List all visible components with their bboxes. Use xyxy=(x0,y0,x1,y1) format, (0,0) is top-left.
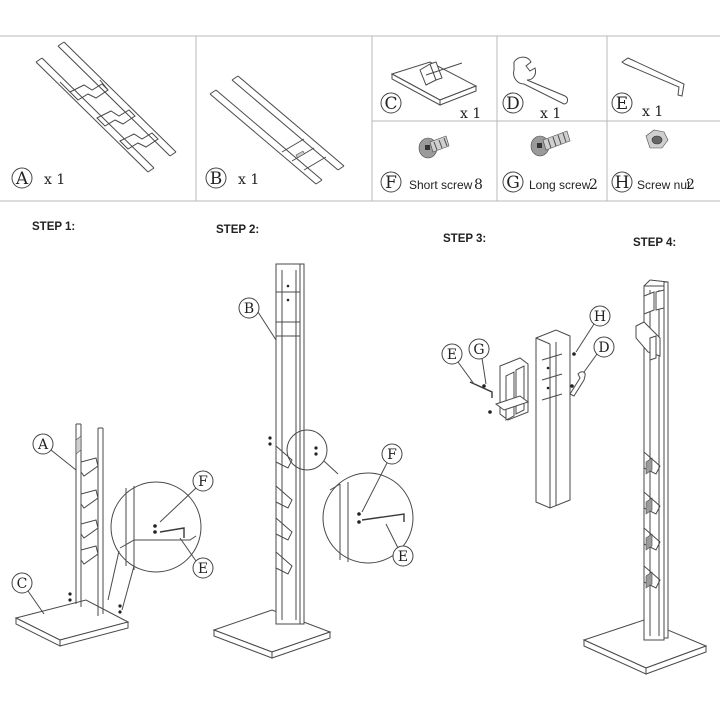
part-e-hex-key xyxy=(621,57,685,97)
step-1-callout-c xyxy=(11,572,33,594)
part-h-callout-circle xyxy=(611,171,633,193)
part-h-count: 2 xyxy=(686,177,695,193)
step-1-callout-f xyxy=(192,470,214,492)
part-b-rail-illustration xyxy=(209,75,345,185)
part-g-label: Long screw xyxy=(529,178,591,192)
step-3-callout-e-letter: E xyxy=(447,347,457,363)
step-2-callout-e xyxy=(392,545,414,567)
part-h-label: Screw nut xyxy=(637,178,691,192)
part-e-quantity: x 1 xyxy=(642,104,663,120)
parts-grid xyxy=(0,35,720,202)
part-f-callout-circle xyxy=(380,171,402,193)
part-b-callout-circle xyxy=(205,167,227,189)
part-g-count: 2 xyxy=(589,177,598,193)
part-g-callout-circle xyxy=(502,171,524,193)
part-a-quantity: x 1 xyxy=(44,172,65,188)
part-g-letter: G xyxy=(506,173,520,193)
step-3-callout-e xyxy=(441,343,463,365)
step-3-callout-h xyxy=(589,305,611,327)
part-f-label: Short screw xyxy=(409,178,473,192)
part-d-letter: D xyxy=(506,94,520,114)
part-a-letter: A xyxy=(15,169,29,189)
part-f-short-screw xyxy=(418,135,450,159)
step-2-callout-b xyxy=(238,297,260,319)
part-h-letter: H xyxy=(615,173,630,193)
step-3-callout-h-letter: H xyxy=(594,309,606,325)
step-1-illustration xyxy=(14,423,202,647)
step-1-label: STEP 1: xyxy=(32,221,75,233)
part-b-letter: B xyxy=(210,169,223,189)
step-2-callout-e-letter: E xyxy=(398,549,408,565)
step-4-label: STEP 4: xyxy=(633,237,676,249)
part-c-letter: C xyxy=(384,94,397,114)
step-3-label: STEP 3: xyxy=(443,233,486,245)
part-c-callout-circle xyxy=(380,92,402,114)
step-2-label: STEP 2: xyxy=(216,224,259,236)
step-2-callout-b-letter: B xyxy=(244,301,254,317)
part-f-letter: F xyxy=(385,173,397,193)
part-d-wrench xyxy=(513,56,568,105)
part-c-base-plate xyxy=(390,61,478,106)
part-d-callout-circle xyxy=(502,92,524,114)
step-3-callout-g-letter: G xyxy=(473,342,484,358)
step-3-callout-d xyxy=(593,336,615,358)
step-4-illustration xyxy=(582,279,708,675)
step-2-callout-f xyxy=(381,443,403,465)
step-1-callout-f-letter: F xyxy=(198,474,208,490)
step-1-callout-c-letter: C xyxy=(17,576,28,592)
part-e-callout-circle xyxy=(611,92,633,114)
part-g-long-screw xyxy=(530,130,571,157)
part-c-quantity: x 1 xyxy=(460,106,481,122)
step-3-illustration xyxy=(469,329,586,509)
part-e-letter: E xyxy=(616,94,628,114)
step-2-callout-f-letter: F xyxy=(387,447,397,463)
step-1-callout-e-letter: E xyxy=(198,561,208,577)
step-2-illustration xyxy=(212,263,414,659)
part-a-callout-circle xyxy=(11,167,33,189)
part-d-quantity: x 1 xyxy=(540,106,561,122)
part-h-screw-nut xyxy=(645,129,669,149)
part-a-rail-illustration xyxy=(35,41,177,173)
part-b-quantity: x 1 xyxy=(238,172,259,188)
step-3-callout-d-letter: D xyxy=(598,340,609,356)
step-1-callout-e xyxy=(192,557,214,579)
part-f-count: 8 xyxy=(474,177,483,193)
step-1-callout-a xyxy=(32,433,54,455)
step-3-callout-g xyxy=(468,338,490,360)
step-1-callout-a-letter: A xyxy=(37,437,49,453)
